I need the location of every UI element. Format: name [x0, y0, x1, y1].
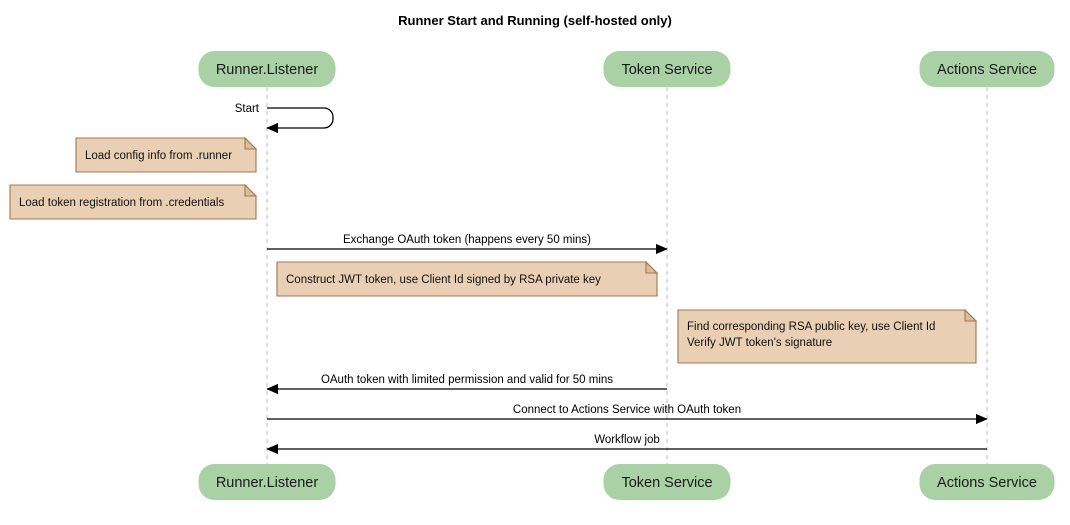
diagram-title: Runner Start and Running (self-hosted on… [398, 13, 672, 28]
participant-label: Runner.Listener [216, 62, 319, 78]
note-fold-corner-icon [244, 136, 258, 150]
message-label-exchange-oauth: Exchange OAuth token (happens every 50 m… [343, 234, 591, 246]
message-label-oauth-response: OAuth token with limited permission and … [321, 374, 613, 386]
participant-token-top[interactable]: Token Service [603, 51, 731, 87]
participant-token-bottom[interactable]: Token Service [603, 464, 731, 500]
participant-box[interactable] [603, 464, 731, 500]
note-text-line: Load config info from .runner [85, 150, 232, 162]
participant-box[interactable] [198, 464, 336, 500]
note-body [677, 309, 977, 364]
note-text-line: Load token registration from .credential… [19, 197, 224, 209]
note-note-credentials: Load token registration from .credential… [9, 183, 258, 220]
participant-runner-top[interactable]: Runner.Listener [198, 51, 336, 87]
message-label-workflow-job: Workflow job [594, 434, 660, 446]
note-fold-corner-icon [964, 308, 978, 322]
message-label-connect-actions: Connect to Actions Service with OAuth to… [513, 404, 741, 416]
self-message-arrow-start [266, 107, 334, 134]
note-body [276, 261, 658, 297]
participant-box[interactable] [919, 464, 1055, 500]
messages-group: Exchange OAuth token (happens every 50 m… [235, 103, 988, 455]
note-text-line: Construct JWT token, use Client Id signe… [286, 274, 601, 286]
participant-box[interactable] [198, 51, 336, 87]
participant-runner-bottom[interactable]: Runner.Listener [198, 464, 336, 500]
participant-label: Actions Service [937, 62, 1037, 78]
note-fold-corner-icon [645, 260, 659, 274]
note-note-config: Load config info from .runner [75, 136, 258, 173]
note-fold-corner-icon [244, 183, 258, 197]
self-message-label-start: Start [235, 103, 260, 115]
note-text-line: Verify JWT token's signature [687, 337, 832, 349]
lifelines-group [266, 87, 988, 464]
note-body [9, 184, 257, 220]
participant-actions-bottom[interactable]: Actions Service [919, 464, 1055, 500]
participant-label: Actions Service [937, 475, 1037, 491]
participant-box[interactable] [919, 51, 1055, 87]
note-note-verify: Find corresponding RSA public key, use C… [677, 308, 978, 364]
participant-actions-top[interactable]: Actions Service [919, 51, 1055, 87]
note-note-jwt: Construct JWT token, use Client Id signe… [276, 260, 659, 297]
participant-label: Token Service [621, 62, 712, 78]
participant-label: Token Service [621, 475, 712, 491]
note-body [75, 137, 257, 173]
participant-box[interactable] [603, 51, 731, 87]
note-text-line: Find corresponding RSA public key, use C… [687, 321, 935, 333]
participant-label: Runner.Listener [216, 475, 319, 491]
